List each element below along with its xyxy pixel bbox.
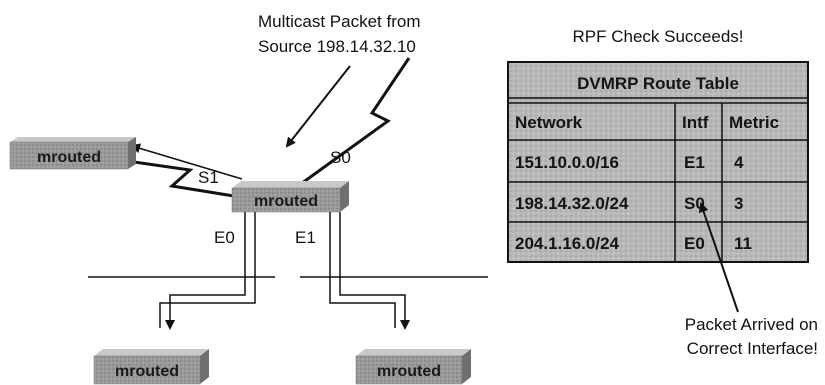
route-row-1-network: 151.10.0.0/16 — [515, 153, 619, 172]
rpf-drop-arrow — [130, 143, 243, 180]
router-left-label: mrouted — [37, 149, 101, 166]
router-bottom-left-label: mrouted — [115, 363, 179, 380]
serial-link-s1 — [119, 158, 241, 199]
annotation-arrow — [698, 202, 739, 313]
source-label-line1: Multicast Packet from — [258, 12, 421, 31]
router-center: mrouted — [231, 181, 349, 213]
router-center-label: mrouted — [254, 193, 318, 210]
annotation-line2: Correct Interface! — [687, 339, 818, 358]
interface-e0-label: E0 — [214, 228, 235, 247]
interface-s0-label: S0 — [330, 148, 351, 167]
interface-e1-label: E1 — [295, 228, 316, 247]
forward-arrow-right — [339, 277, 410, 330]
router-left: mrouted — [9, 137, 136, 170]
annotation-line1: Packet Arrived on — [685, 315, 818, 334]
router-bottom-right-label: mrouted — [377, 363, 441, 380]
route-table-title: DVMRP Route Table — [577, 74, 739, 93]
route-row-3-intf: E0 — [684, 234, 705, 253]
forward-arrow-right-inner — [329, 277, 396, 328]
forward-arrow-left-inner — [159, 277, 256, 328]
router-bottom-right: mrouted — [355, 349, 471, 385]
route-table-header-metric: Metric — [729, 113, 779, 132]
route-table-header-network: Network — [515, 113, 583, 132]
rpf-status-label: RPF Check Succeeds! — [572, 27, 743, 46]
route-row-2-intf: S0 — [684, 194, 705, 213]
route-row-2-network: 198.14.32.0/24 — [515, 194, 629, 213]
incoming-packet-arrow — [285, 65, 351, 148]
route-row-3-metric: 11 — [734, 234, 752, 253]
route-row-1-intf: E1 — [684, 153, 705, 172]
dvmrp-route-table: DVMRP Route Table Network Intf Metric 15… — [507, 61, 809, 263]
route-row-2-metric: 3 — [734, 194, 743, 213]
source-label-line2: Source 198.14.32.10 — [258, 37, 416, 56]
serial-link-s0 — [297, 57, 411, 188]
forward-arrow-left — [165, 277, 246, 330]
router-bottom-left: mrouted — [93, 349, 209, 385]
interface-s1-label: S1 — [198, 168, 219, 187]
route-row-1-metric: 4 — [734, 153, 744, 172]
route-table-header-intf: Intf — [682, 113, 709, 132]
route-row-3-network: 204.1.16.0/24 — [515, 234, 620, 253]
